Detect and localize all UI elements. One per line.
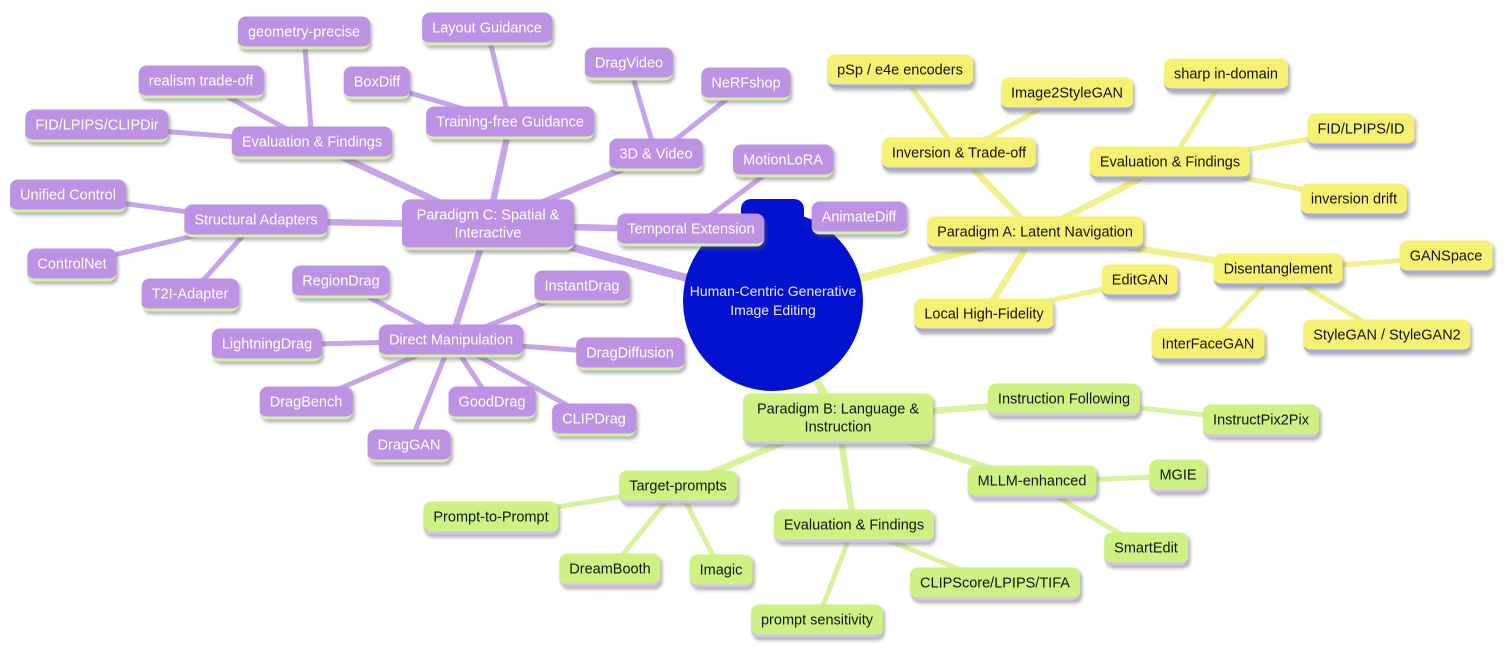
node-animatediff[interactable]: AnimateDiff <box>811 201 907 235</box>
node-fid_clipdir[interactable]: FID/LPIPS/CLIPDir <box>25 109 169 143</box>
node-ganspace[interactable]: GANSpace <box>1399 240 1493 274</box>
node-disentanglement[interactable]: Disentanglement <box>1213 253 1343 287</box>
node-local_hifi[interactable]: Local High-Fidelity <box>914 298 1054 332</box>
node-mllm[interactable]: MLLM-enhanced <box>967 465 1097 499</box>
node-target_prompts[interactable]: Target-prompts <box>619 470 737 504</box>
node-smartedit[interactable]: SmartEdit <box>1104 532 1188 566</box>
node-instruction_following[interactable]: Instruction Following <box>987 383 1141 417</box>
node-lightningdrag[interactable]: LightningDrag <box>211 328 323 362</box>
node-paradigm_a[interactable]: Paradigm A: Latent Navigation <box>927 216 1143 250</box>
node-dragdiffusion[interactable]: DragDiffusion <box>576 337 684 371</box>
node-inversion_drift[interactable]: inversion drift <box>1300 183 1408 217</box>
node-boxdiff[interactable]: BoxDiff <box>343 66 411 100</box>
node-eval_a[interactable]: Evaluation & Findings <box>1089 146 1251 180</box>
node-inversion_tradeoff[interactable]: Inversion & Trade-off <box>881 137 1037 171</box>
edge-eval_c-geometry <box>301 30 315 146</box>
node-dragvideo[interactable]: DragVideo <box>584 47 674 81</box>
node-temporal[interactable]: Temporal Extension <box>617 213 765 247</box>
edge-direct-draggan <box>406 338 454 449</box>
node-fid_id[interactable]: FID/LPIPS/ID <box>1307 113 1415 147</box>
node-structural[interactable]: Structural Adapters <box>184 204 328 238</box>
node-motionlora[interactable]: MotionLoRA <box>733 144 833 178</box>
node-imagic[interactable]: Imagic <box>689 554 753 588</box>
node-dragbench[interactable]: DragBench <box>259 386 353 420</box>
node-tfg[interactable]: Training-free Guidance <box>426 106 594 140</box>
node-editgan[interactable]: EditGAN <box>1101 264 1179 298</box>
node-clipscore[interactable]: CLIPScore/LPIPS/TIFA <box>910 567 1080 601</box>
node-video3d[interactable]: 3D & Video <box>609 138 703 172</box>
node-instructpix2pix[interactable]: InstructPix2Pix <box>1203 404 1319 438</box>
node-paradigm_c[interactable]: Paradigm C: Spatial & Interactive <box>402 199 574 251</box>
node-p2p[interactable]: Prompt-to-Prompt <box>423 501 559 535</box>
node-t2i[interactable]: T2I-Adapter <box>141 278 239 312</box>
node-direct[interactable]: Direct Manipulation <box>378 324 524 358</box>
node-psp[interactable]: pSp / e4e encoders <box>827 54 973 88</box>
node-clipdrag[interactable]: CLIPDrag <box>552 403 636 437</box>
node-sharp[interactable]: sharp in-domain <box>1164 58 1288 92</box>
node-nerfshop[interactable]: NeRFshop <box>701 67 791 101</box>
node-realism[interactable]: realism trade-off <box>138 65 264 99</box>
node-interfacegan[interactable]: InterFaceGAN <box>1151 328 1265 362</box>
node-layout_guidance[interactable]: Layout Guidance <box>422 12 552 46</box>
node-stylegan[interactable]: StyleGAN / StyleGAN2 <box>1303 319 1471 353</box>
node-eval_b[interactable]: Evaluation & Findings <box>773 509 935 543</box>
node-gooddrag[interactable]: GoodDrag <box>448 386 536 420</box>
node-paradigm_b[interactable]: Paradigm B: Language & Instruction <box>743 393 933 445</box>
node-image2stylegan[interactable]: Image2StyleGAN <box>1000 77 1134 111</box>
node-draggan[interactable]: DragGAN <box>367 429 451 463</box>
node-instantdrag[interactable]: InstantDrag <box>534 270 630 304</box>
node-controlnet[interactable]: ControlNet <box>27 248 117 282</box>
node-regiondrag[interactable]: RegionDrag <box>292 265 390 299</box>
node-unified[interactable]: Unified Control <box>10 179 126 213</box>
central-topic-label: Human-Centric Generative Image Editing <box>689 283 857 318</box>
node-dreambooth[interactable]: DreamBooth <box>559 553 661 587</box>
node-geometry[interactable]: geometry-precise <box>237 16 371 50</box>
node-mgie[interactable]: MGIE <box>1149 459 1207 493</box>
node-eval_c[interactable]: Evaluation & Findings <box>231 126 393 160</box>
node-prompt_sensitivity[interactable]: prompt sensitivity <box>750 604 884 638</box>
